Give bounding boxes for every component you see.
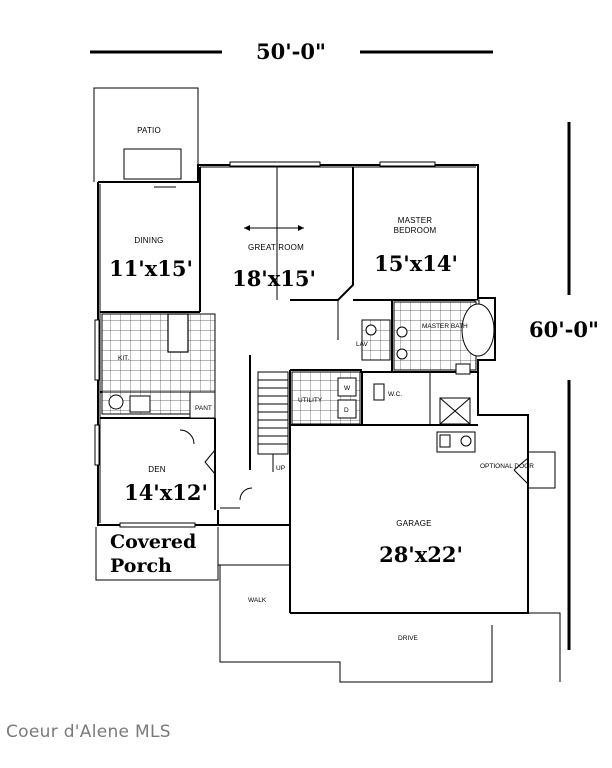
covered-porch <box>95 527 219 581</box>
patio-label: PATIO <box>137 126 161 135</box>
watermark: Coeur d'Alene MLS <box>6 722 171 742</box>
master-bedroom-label-2: BEDROOM <box>394 226 437 235</box>
pantry-label: PANT <box>195 405 212 412</box>
covered-porch-label-2: Porch <box>110 555 172 577</box>
master-bath-label: MASTER BATH <box>422 323 468 330</box>
kitchen-label: KIT. <box>118 355 129 362</box>
master-bath: MASTER BATH <box>393 301 495 425</box>
utility-label: UTILITY <box>298 397 323 404</box>
great-room-size: 18'x15' <box>232 266 316 291</box>
wc: W.C. <box>373 383 402 401</box>
optional-door-label: OPTIONAL DOOR <box>480 463 534 470</box>
doors <box>179 429 253 509</box>
dining-size: 11'x15' <box>109 256 193 281</box>
kitchen: KIT. PANT <box>101 313 216 419</box>
up-label: UP <box>276 465 285 472</box>
great-room-arrow <box>244 225 304 231</box>
depth-label: 60'-0" <box>529 317 599 342</box>
den-label: DEN <box>148 465 166 474</box>
stairs: UP <box>257 371 289 472</box>
dining-label: DINING <box>134 236 163 245</box>
dryer-label: D <box>344 407 349 414</box>
den-size: 14'x12' <box>124 480 208 505</box>
master-bedroom-size: 15'x14' <box>374 251 458 276</box>
drive-label: DRIVE <box>398 635 419 642</box>
walk-label: WALK <box>248 597 267 604</box>
wc-label: W.C. <box>388 391 402 398</box>
great-room-label: GREAT ROOM <box>248 243 304 252</box>
covered-porch-label-1: Covered <box>110 531 196 553</box>
utility: W D UTILITY <box>291 371 361 425</box>
washer-label: W <box>344 385 351 392</box>
garage-size: 28'x22' <box>379 542 463 567</box>
depth-dimension: 60'-0" <box>529 122 599 650</box>
site: WALK DRIVE <box>217 564 561 683</box>
lav-label: LAV <box>356 341 368 348</box>
garage-fixtures: OPTIONAL DOOR <box>436 431 556 489</box>
width-dimension: 50'-0" <box>90 39 493 64</box>
patio: PATIO <box>93 87 199 182</box>
garage-label: GARAGE <box>396 519 431 528</box>
master-bedroom-label-1: MASTER <box>398 216 433 225</box>
width-label: 50'-0" <box>256 39 326 64</box>
lav: LAV <box>356 319 391 361</box>
